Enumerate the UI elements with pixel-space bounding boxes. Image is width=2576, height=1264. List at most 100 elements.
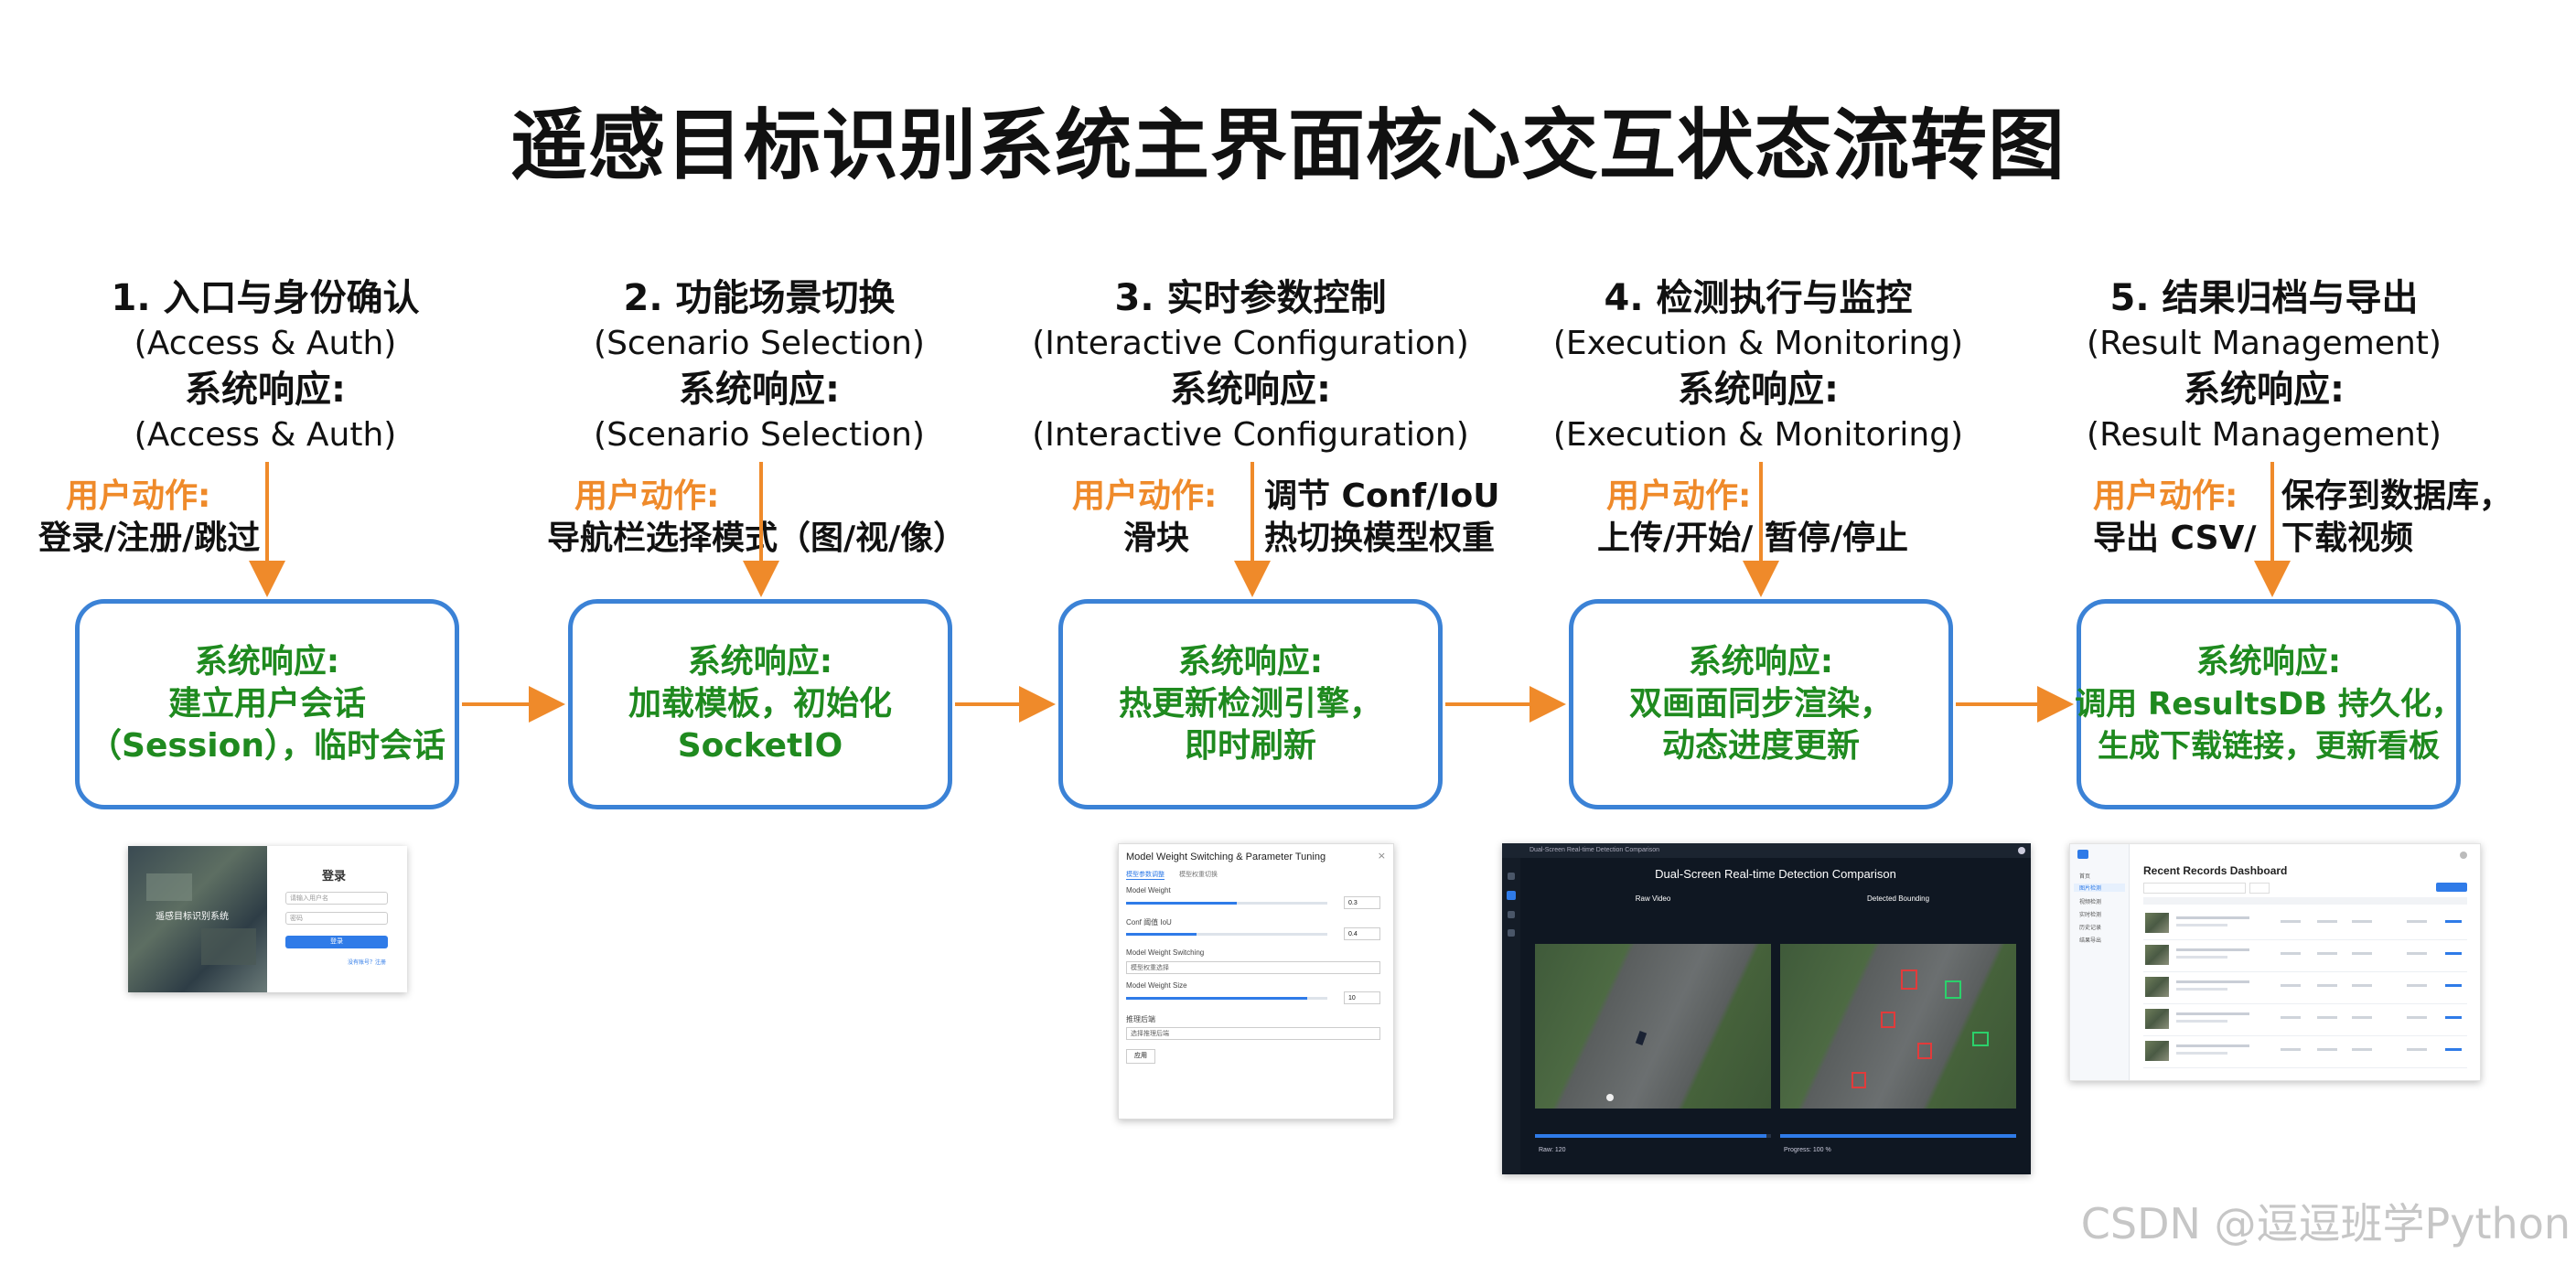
close-icon[interactable]: × — [1377, 850, 1386, 862]
raw-video-label: Raw Video — [1635, 894, 1671, 903]
stage-5-user-action-right: 保存到数据库， 下载视频 — [2281, 476, 2556, 560]
record-cell — [2407, 1016, 2427, 1019]
apply-button[interactable]: 应用 — [1126, 1049, 1155, 1064]
records-table-body — [2143, 908, 2467, 1068]
records-search-input[interactable] — [2143, 883, 2246, 894]
weight-select[interactable]: 模型权重选择 — [1126, 961, 1380, 974]
record-cell — [2317, 1016, 2337, 1019]
box-line: 生成下载链接，更新看板 — [2098, 728, 2440, 765]
box-line: 建立用户会话 — [167, 685, 366, 723]
record-cell — [2352, 984, 2372, 987]
table-row[interactable] — [2143, 1004, 2467, 1036]
record-action-link[interactable] — [2445, 984, 2462, 987]
stage-response-subtitle: (Result Management) — [2087, 416, 2442, 454]
record-cell — [2281, 1048, 2301, 1051]
login-password-field[interactable]: 密码 — [285, 912, 388, 925]
record-cell — [2281, 1016, 2301, 1019]
sidebar-item[interactable]: 历史记录 — [2079, 926, 2102, 931]
login-button[interactable]: 登录 — [285, 936, 388, 948]
sidebar-item[interactable]: 首页 — [2079, 874, 2091, 880]
param-input-1[interactable]: 0.3 — [1344, 896, 1380, 909]
stage-4-response-box: 系统响应: 双画面同步渲染， 动态进度更新 — [1569, 599, 1953, 809]
records-screenshot: 首页 图片检测 视频检测 实时检测 历史记录 结果导出 Recent Recor… — [2069, 843, 2481, 1081]
box-line: 双画面同步渲染， — [1628, 685, 1893, 723]
records-filter[interactable] — [2249, 883, 2270, 894]
settings-icon[interactable] — [1508, 929, 1515, 937]
records-sidebar: 首页 图片检测 视频检测 实时检测 历史记录 结果导出 — [2070, 844, 2130, 1080]
user-icon[interactable] — [2018, 847, 2025, 854]
tab-weights[interactable]: 模型权重切换 — [1179, 872, 1218, 878]
bbox — [1881, 1012, 1895, 1028]
param-label-5: 推理后端 — [1126, 1015, 1155, 1023]
record-text-line — [2176, 988, 2227, 991]
stage-subtitle: (Result Management) — [2087, 325, 2442, 362]
user-action-text: 上传/开始/ 暂停/停止 — [1597, 520, 1908, 557]
box-label: 系统响应: — [687, 643, 833, 680]
history-icon[interactable] — [1508, 911, 1515, 918]
stage-response-label: 系统响应: — [679, 369, 840, 411]
box-line: （Session），临时会话 — [89, 727, 445, 765]
home-icon[interactable] — [1508, 873, 1515, 880]
param-input-4[interactable]: 10 — [1344, 991, 1380, 1004]
sidebar-item[interactable]: 实时检测 — [2079, 913, 2102, 918]
table-row[interactable] — [2143, 908, 2467, 940]
user-action-label: 用户动作: — [1072, 477, 1218, 515]
stage-heading: 2. 功能场景切换 — [623, 277, 896, 319]
record-action-link[interactable] — [2445, 1016, 2462, 1019]
box-label: 系统响应: — [1688, 643, 1834, 680]
slider-fill — [1126, 933, 1197, 936]
config-screenshot: Model Weight Switching & Parameter Tunin… — [1118, 843, 1394, 1119]
sidebar-item[interactable]: 结果导出 — [2079, 938, 2102, 944]
tab-params[interactable]: 模型参数调整 — [1126, 872, 1165, 880]
record-cell — [2352, 1016, 2372, 1019]
progress-fill — [1535, 1134, 1766, 1138]
login-username-field[interactable]: 请输入用户名 — [285, 892, 388, 905]
record-cell — [2352, 920, 2372, 923]
slider-track-2[interactable] — [1126, 933, 1327, 936]
backend-select[interactable]: 选择推理后端 — [1126, 1027, 1380, 1040]
record-text-line — [2176, 980, 2249, 983]
table-row[interactable] — [2143, 940, 2467, 972]
param-label-4: Model Weight Size — [1126, 981, 1187, 990]
sidebar-item-active[interactable]: 图片检测 — [2074, 884, 2125, 892]
record-text-line — [2176, 1012, 2249, 1015]
box-label: 系统响应: — [194, 643, 340, 680]
sidebar-item[interactable]: 视频检测 — [2079, 900, 2102, 905]
detect-icon[interactable] — [1507, 891, 1516, 900]
record-action-link[interactable] — [2445, 1048, 2462, 1051]
param-label-3: Model Weight Switching — [1126, 948, 1205, 957]
user-action-text: 滑块 — [1123, 520, 1190, 557]
box-line: 加载模板，初始化 — [628, 685, 892, 723]
slider-track-4[interactable] — [1126, 997, 1327, 1000]
stage-2-header: 2. 功能场景切换 (Scenario Selection) 系统响应: (Sc… — [503, 274, 1015, 457]
record-cell — [2317, 920, 2337, 923]
detected-video-frame — [1780, 944, 2016, 1109]
login-overlay-text: 遥感目标识别系统 — [156, 912, 229, 922]
stage-4-user-action: 用户动作: 上传/开始/ 暂停/停止 — [1597, 476, 1945, 560]
stage-4-header: 4. 检测执行与监控 (Execution & Monitoring) 系统响应… — [1502, 274, 2014, 457]
user-action-text: 调节 Conf/IoU — [1264, 477, 1500, 515]
record-cell — [2407, 920, 2427, 923]
stage-1-header: 1. 入口与身份确认 (Access & Auth) 系统响应: (Access… — [9, 274, 521, 457]
record-text-line — [2176, 1052, 2227, 1055]
stage-subtitle: (Execution & Monitoring) — [1552, 325, 1964, 362]
user-action-text: 保存到数据库， — [2281, 477, 2513, 515]
register-link[interactable]: 没有账号？注册 — [348, 960, 387, 966]
avatar[interactable] — [2460, 852, 2467, 859]
record-cell — [2281, 984, 2301, 987]
table-row[interactable] — [2143, 972, 2467, 1004]
record-action-link[interactable] — [2445, 952, 2462, 955]
login-screenshot: 遥感目标识别系统 登录 请输入用户名 密码 登录 没有账号？注册 — [128, 846, 407, 992]
slider-track-1[interactable] — [1126, 902, 1327, 905]
param-input-2[interactable]: 0.4 — [1344, 927, 1380, 940]
records-add-button[interactable] — [2436, 883, 2467, 892]
box-line: 动态进度更新 — [1661, 727, 1860, 765]
box-line: 即时刷新 — [1184, 727, 1316, 765]
stage-response-label: 系统响应: — [185, 369, 346, 411]
stage-1-user-action: 用户动作: 登录/注册/跳过 — [38, 476, 331, 560]
table-row[interactable] — [2143, 1036, 2467, 1068]
user-action-text: 热切换模型权重 — [1264, 520, 1496, 557]
logo-icon — [2077, 850, 2088, 859]
config-title: Model Weight Switching & Parameter Tunin… — [1126, 852, 1326, 862]
record-action-link[interactable] — [2445, 920, 2462, 923]
